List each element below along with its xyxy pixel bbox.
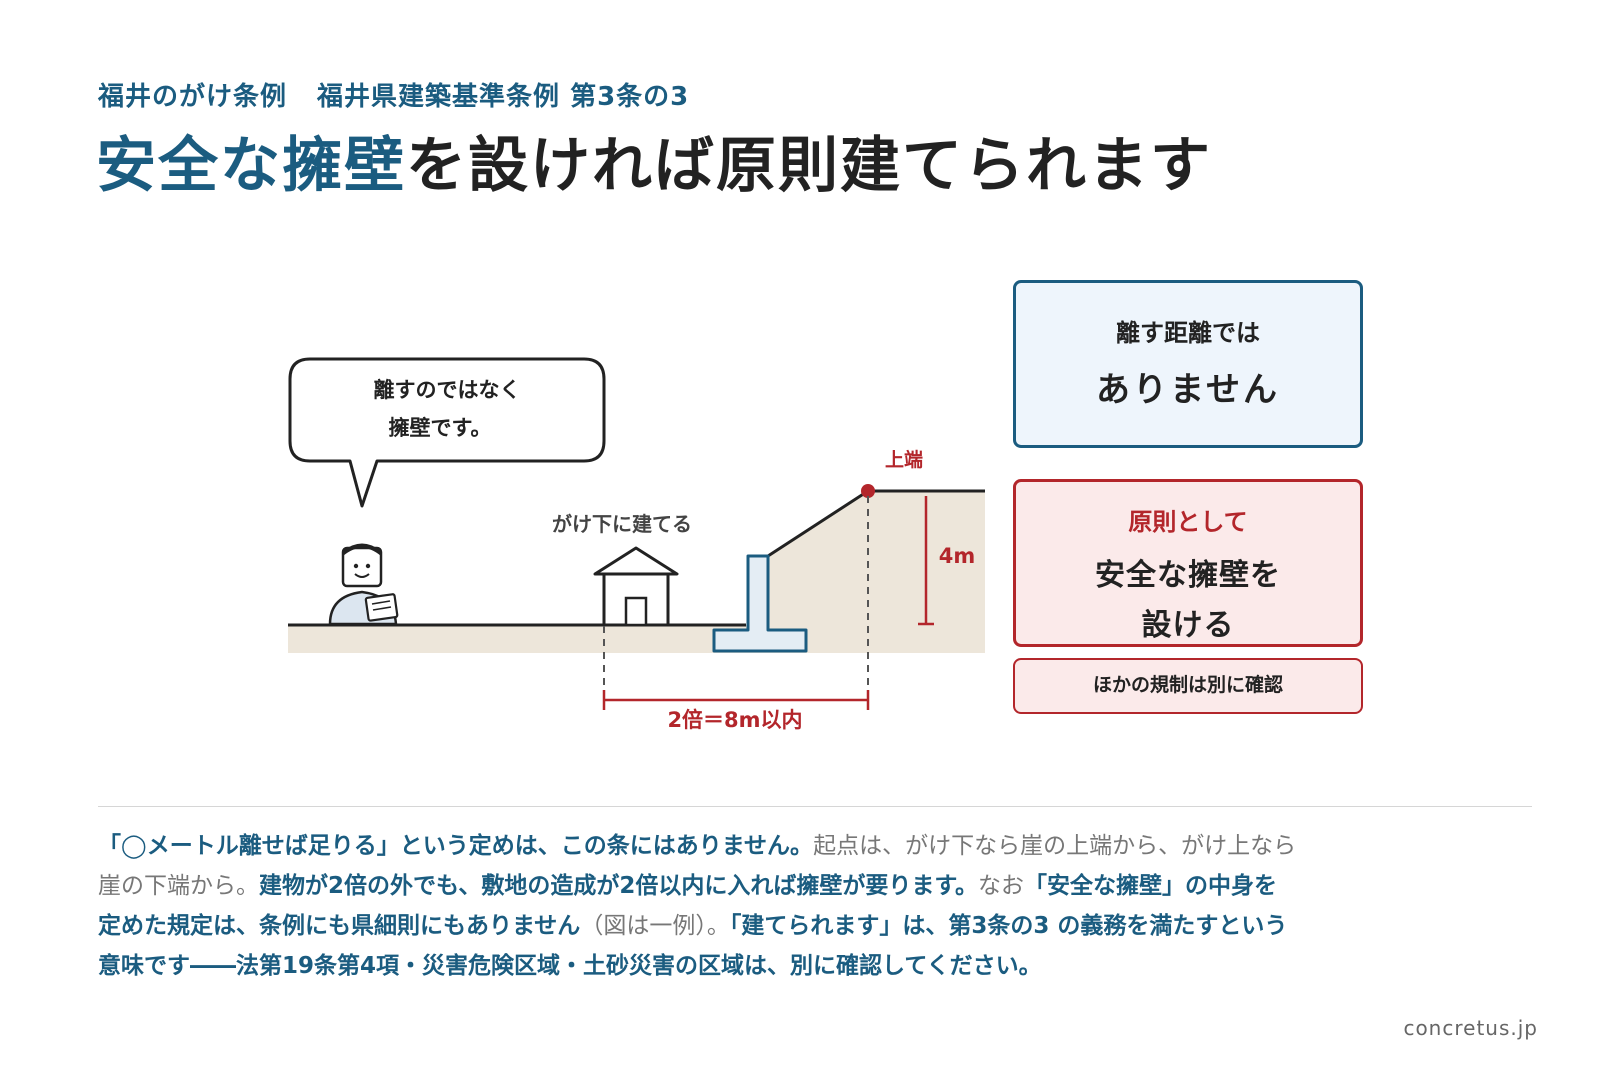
site-credit: concretus.jp — [1403, 1016, 1538, 1040]
house-label: がけ下に建てる — [552, 512, 692, 536]
kicker-ordinance-article: 福井県建築基準条例 第3条の3 — [317, 82, 690, 112]
explanation-sentence-2: 起点は、がけ下なら崖の上端から、がけ上なら崖の下端から。 — [98, 833, 1297, 899]
retaining-wall-line-1: 原則として — [1128, 508, 1248, 536]
retaining-wall — [712, 554, 808, 653]
kicker: 福井のがけ条例福井県建築基準条例 第3条の3 — [98, 76, 689, 113]
explanation-sentence-7: 「建てられます」は、第3条の3 の義務を満たすという意味です――法第19条第4項… — [98, 913, 1288, 979]
retaining-wall-line-2: 安全な擁壁を — [1095, 558, 1281, 593]
not-distance-line-1: 離す距離では — [1116, 319, 1260, 347]
explanation-sentence-4: なお — [978, 873, 1025, 899]
explanation-text: 「◯メートル離せば足りる」という定めは、この条にはありません。起点は、がけ下なら… — [98, 826, 1298, 986]
person-icon — [328, 543, 399, 626]
speech-line-2: 擁壁です。 — [389, 416, 492, 440]
explanation-sentence-1: 「◯メートル離せば足りる」という定めは、この条にはありません。 — [98, 833, 814, 859]
speech-line-1: 離すのではなく — [374, 378, 521, 402]
not-distance-card: 離す距離では ありません — [1013, 280, 1363, 448]
distance-label: 2倍＝8m以内 — [667, 708, 802, 732]
page-title-rest: を設ければ原則建てられます — [406, 131, 1212, 201]
explanation-sentence-5: 「安全な擁壁」の中身を定めた規定は、条例にも県細則にもありません — [98, 873, 1278, 939]
section-divider — [98, 806, 1532, 807]
explanation-sentence-3: 建物が2倍の外でも、敷地の造成が2倍以内に入れば擁壁が要ります。 — [259, 873, 979, 899]
explanation-sentence-6: （図は一例）。 — [580, 913, 730, 939]
speech-bubble — [288, 357, 606, 508]
kicker-ordinance-name: 福井のがけ条例 — [98, 82, 288, 112]
not-distance-line-2: ありません — [1096, 370, 1280, 410]
page-title: 安全な擁壁を設ければ原則建てられます — [96, 132, 1212, 201]
retaining-wall-line-3: 設ける — [1141, 608, 1235, 643]
other-regulations-note: ほかの規制は別に確認 — [1013, 658, 1363, 714]
top-edge-marker — [861, 484, 875, 498]
retaining-wall-card: 原則として 安全な擁壁を 設ける — [1013, 479, 1363, 647]
top-edge-label: 上端 — [885, 448, 923, 471]
page-title-accent: 安全な擁壁 — [96, 131, 406, 201]
height-label: 4m — [939, 544, 976, 568]
house-icon — [593, 546, 679, 627]
cliff-body — [768, 491, 985, 653]
